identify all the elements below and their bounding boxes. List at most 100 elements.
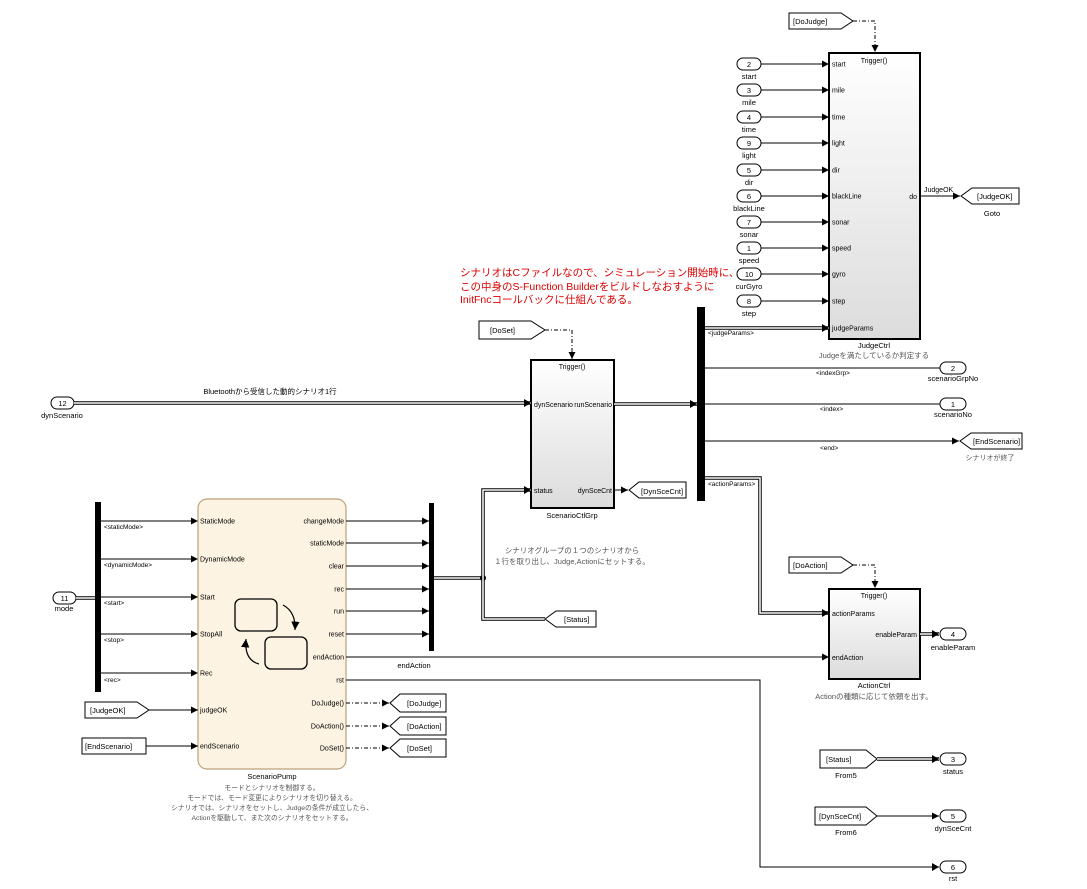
svg-text:4: 4 [747, 113, 751, 122]
pump-in-endScenario: endScenario [200, 744, 239, 751]
svg-text:[EndScenario]: [EndScenario] [85, 742, 132, 751]
inport-sonar[interactable]: 7 [736, 215, 762, 229]
inport-step[interactable]: 8 [736, 294, 762, 308]
outport-scenarioGrpNo[interactable]: 2 [939, 361, 967, 375]
inport-blackLine[interactable]: 6 [736, 189, 762, 203]
svg-text:12: 12 [58, 399, 66, 408]
dojudge-trigger-line [853, 20, 879, 52]
annotation-line2: この中身のS-Function Builderをビルドしなおすように [460, 280, 714, 293]
inport-label: speed [739, 256, 759, 265]
svg-text:[DoAction]: [DoAction] [793, 561, 828, 570]
goto-dynscecnt[interactable]: [DynSceCnt] [628, 481, 687, 499]
outport-dynSceCnt[interactable]: 5 [939, 809, 967, 823]
svg-text:5: 5 [747, 166, 751, 175]
from-doset[interactable]: [DoSet] [478, 320, 546, 340]
pump-desc-line: モードとシナリオを制御する。 [224, 783, 319, 792]
bus-selector-left[interactable] [95, 502, 101, 692]
judgectrl-port-blackLine: blackLine [832, 194, 862, 201]
state-icon-a [234, 598, 278, 632]
doset-trigger-line [545, 329, 576, 359]
scenarioctl-name: ScenarioCtlGrp [546, 511, 597, 520]
actionctrl-block[interactable]: Trigger() actionParams endAction enableP… [828, 588, 921, 680]
pump-out-endAction: endAction [313, 655, 344, 662]
svg-text:enableParam: enableParam [875, 632, 917, 639]
inport-start[interactable]: 2 [736, 57, 762, 71]
pump-out-staticMode: staticMode [310, 541, 344, 548]
dynscenario-arrow [524, 399, 531, 407]
goto-judgeok[interactable]: [JudgeOK] [960, 187, 1020, 205]
svg-text:11: 11 [61, 594, 69, 603]
outport-label: dynSceCnt [935, 824, 973, 833]
pump-in-Rec: Rec [200, 671, 213, 678]
end-label: <end> [820, 445, 839, 452]
pump-in-StaticMode: StaticMode [200, 519, 235, 526]
signal-label-rec: <rec> [104, 677, 121, 684]
scenarioctlgrp-block[interactable]: Trigger() dynScenario runScenario status… [530, 359, 615, 520]
state-icon-b [264, 636, 308, 670]
inport-dynscenario[interactable]: 12 [50, 396, 75, 410]
endscenario-desc: シナリオが終了 [966, 453, 1015, 462]
outport-status[interactable]: 3 [939, 752, 967, 766]
pump-out-rst: rst [336, 678, 344, 685]
pump-out-DoSet: DoSet() [320, 746, 344, 753]
outport-rst[interactable]: 6 [939, 860, 967, 874]
status-bus-arrow [524, 486, 531, 494]
signal-label-start: <start> [104, 600, 124, 607]
judgectrl-port-dir: dir [832, 168, 840, 175]
svg-text:2: 2 [951, 364, 955, 373]
judgectrl-desc: Judgeを満たしているか判定する [819, 350, 929, 360]
outport-enableParam[interactable]: 4 [939, 627, 967, 641]
inport-dir[interactable]: 5 [736, 163, 762, 177]
goto-label: Goto [984, 209, 1000, 218]
mode-label: mode [55, 604, 74, 613]
inport-speed[interactable]: 1 [736, 241, 762, 255]
bus-selector-right[interactable] [697, 307, 705, 501]
outport-scenarioNo[interactable]: 1 [939, 397, 967, 411]
judgectrl-port-start: start [832, 62, 846, 69]
pump-out-clear: clear [329, 564, 345, 571]
pump-desc-line: シナリオでは、シナリオをセットし、Judgeの条件が成立したら、 [171, 803, 373, 812]
signal-label-staticMode: <staticMode> [104, 524, 143, 531]
indexgrp-label: <indexGrp> [816, 370, 850, 377]
state-transition-a [282, 604, 300, 631]
signal-label-stop: <stop> [104, 637, 124, 644]
goto-status[interactable]: [Status] [544, 610, 597, 628]
dynscenario-note: Bluetoothから受信した動的シナリオ1行 [203, 386, 337, 396]
outport-label: enableParam [931, 643, 976, 652]
scenarioctl-status: status [534, 488, 553, 495]
from-status[interactable]: [Status] [819, 749, 878, 769]
inport-label: blackLine [733, 204, 765, 213]
judge-inports: 2start3mile4time9light5dir6blackLine7son… [733, 57, 829, 318]
svg-text:5: 5 [951, 812, 955, 821]
outport-label: scenarioNo [934, 410, 972, 419]
judgectrl-block[interactable]: Trigger() startmiletimelightdirblackLine… [819, 52, 929, 360]
outports: 2scenarioGrpNo1scenarioNo4enableParam3st… [928, 361, 978, 883]
pump-desc-line: Actionを駆動して、また次のシナリオをセットする。 [191, 813, 352, 822]
from-dynscecnt[interactable]: [DynSceCnt] [814, 806, 878, 826]
inport-light[interactable]: 9 [736, 136, 762, 150]
goto-dojudge[interactable]: [DoJudge] [389, 693, 447, 713]
svg-text:1: 1 [747, 244, 751, 253]
scenariopump-block[interactable] [197, 498, 347, 770]
pump-in-judgeOK: judgeOK [199, 708, 228, 715]
actionparams-label: <actionParams> [708, 481, 756, 488]
from-endscenario[interactable]: [EndScenario] [81, 737, 147, 755]
svg-text:7: 7 [747, 218, 751, 227]
bus-creator-middle[interactable] [429, 503, 434, 651]
inport-mode[interactable]: 11 [52, 591, 77, 605]
enableparam-arrow [932, 630, 939, 638]
goto-endscenario[interactable]: [EndScenario] [959, 432, 1023, 450]
inport-mile[interactable]: 3 [736, 83, 762, 97]
from6-label: From6 [835, 828, 857, 837]
index-label: <index> [820, 406, 843, 413]
inport-label: step [742, 309, 756, 318]
from-doaction[interactable]: [DoAction] [788, 556, 854, 574]
goto-doset[interactable]: [DoSet] [389, 738, 447, 758]
inport-time[interactable]: 4 [736, 110, 762, 124]
inport-curGyro[interactable]: 10 [736, 267, 762, 281]
from-judgeok[interactable]: [JudgeOK] [84, 701, 150, 719]
inport-label: curGyro [736, 282, 763, 291]
goto-doaction[interactable]: [DoAction] [389, 716, 447, 736]
from-dojudge[interactable]: [DoJudge] [788, 12, 854, 30]
judgectrl-port-gyro: gyro [832, 272, 846, 279]
